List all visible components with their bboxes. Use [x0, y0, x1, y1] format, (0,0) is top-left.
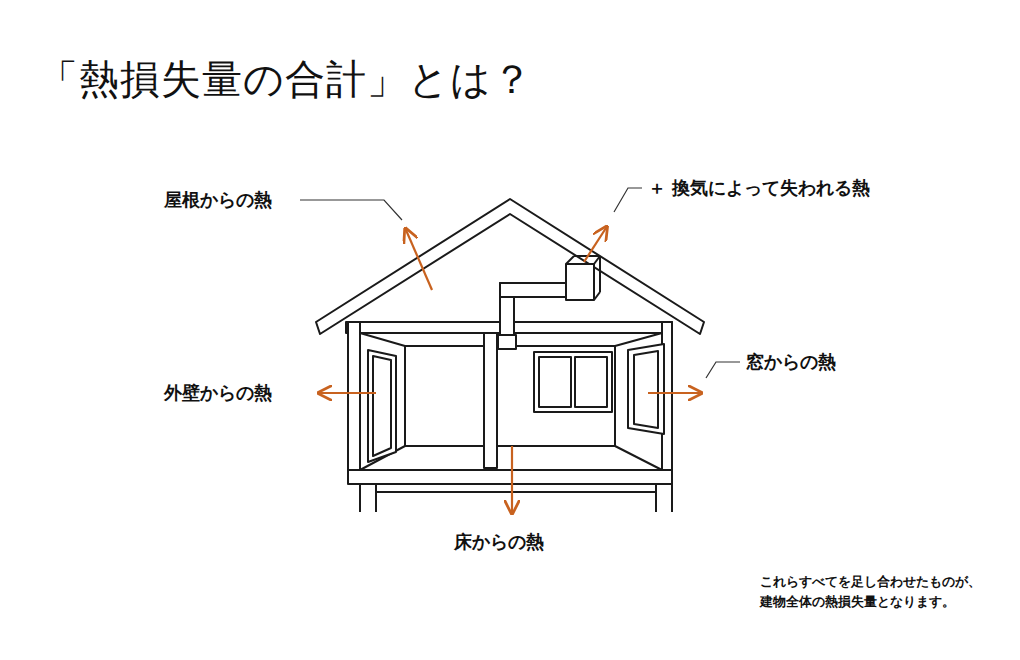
- vent-box: [566, 264, 594, 300]
- roof: [316, 199, 704, 334]
- left-window: [368, 350, 396, 462]
- title: 「熱損失量の合計」とは？: [38, 52, 533, 107]
- leader-line: [706, 362, 740, 378]
- foundation-right: [656, 484, 672, 512]
- heat-arrow: [320, 392, 376, 394]
- right-window-pane: [634, 351, 658, 428]
- partition: [484, 333, 497, 468]
- heat-label: 屋根からの熱: [164, 188, 272, 212]
- floor-slab: [348, 470, 672, 484]
- heat-arrow: [511, 446, 513, 512]
- heat-arrow: [584, 228, 606, 262]
- heat-label: 窓からの熱: [746, 350, 836, 374]
- vent-box: [599, 256, 601, 292]
- left-window-pane: [373, 356, 391, 456]
- foundation-line: [376, 491, 656, 493]
- back-window: [534, 352, 612, 412]
- left-wall: [348, 322, 360, 477]
- duct: [500, 283, 568, 297]
- heat-label: 外壁からの熱: [164, 381, 272, 405]
- vent-box: [566, 256, 574, 264]
- back-window-pane: [539, 357, 571, 407]
- vent-box: [594, 292, 600, 300]
- duct-vent: [498, 335, 516, 349]
- leader-line: [614, 188, 642, 212]
- foundation-left: [360, 484, 376, 512]
- heat-label: ＋ 換気によって失われる熱: [648, 176, 870, 200]
- caption: これらすべてを足し合わせたものが、 建物全体の熱損失量となります。: [760, 572, 988, 612]
- back-wall: [405, 346, 615, 446]
- heat-arrow: [406, 230, 432, 290]
- heat-arrow: [648, 392, 700, 394]
- back-window-pane: [575, 357, 607, 407]
- leader-line: [300, 200, 402, 220]
- right-window: [628, 344, 664, 434]
- heat-label: 床からの熱: [454, 530, 544, 554]
